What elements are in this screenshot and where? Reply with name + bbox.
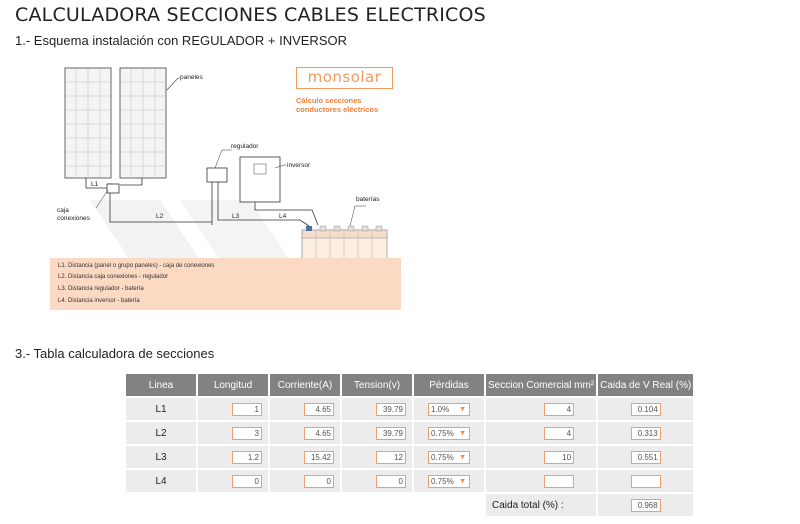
label-L3: L3 <box>232 213 240 220</box>
blank-cell <box>270 494 340 516</box>
chevron-down-icon: ▼ <box>459 429 466 437</box>
legend-line-1: L1. Distancia (panel o grupo paneles) - … <box>58 263 215 269</box>
section3-title: 3.- Tabla calculadora de secciones <box>15 346 215 361</box>
chevron-down-icon: ▼ <box>459 477 466 485</box>
perdidas-select[interactable]: 1.0% ▼ <box>428 402 470 416</box>
chevron-down-icon: ▼ <box>459 405 466 413</box>
cell-linea: L4 <box>126 470 196 492</box>
solar-panel-1 <box>64 67 112 179</box>
page-title: CALCULADORA SECCIONES CABLES ELECTRICOS <box>15 4 486 26</box>
table-row: L1 1 4.65 39.79 1.0% ▼ 4 0.104 <box>126 398 694 420</box>
blank-cell <box>198 494 268 516</box>
seccion-input[interactable]: 4 <box>544 402 575 416</box>
longitud-input[interactable]: 3 <box>232 426 262 440</box>
blank-cell <box>126 494 196 516</box>
caida-output: 0.551 <box>630 450 661 464</box>
corriente-input[interactable]: 4.65 <box>304 402 334 416</box>
perdidas-select[interactable]: 0.75% ▼ <box>428 426 470 440</box>
chevron-down-icon: ▼ <box>459 453 466 461</box>
legend-line-2: L2. Distancia caja conexiones - regulado… <box>58 274 169 280</box>
label-inversor: inversor <box>287 162 311 169</box>
label-baterias: baterías <box>356 196 380 203</box>
header-seccion: Seccion Comercial mm² <box>486 374 597 396</box>
logo-subtitle-1: Cálculo secciones <box>296 96 362 105</box>
corriente-input[interactable]: 4.65 <box>304 426 334 440</box>
label-conexiones: conexiones <box>57 215 90 222</box>
header-linea: Linea <box>126 374 196 396</box>
blank-cell <box>414 494 484 516</box>
caida-output: 0.313 <box>630 426 661 440</box>
longitud-input[interactable]: 0 <box>232 474 262 488</box>
table-row: L3 1.2 15.42 12 0.75% ▼ 10 0.551 <box>126 446 694 468</box>
table-row: L4 0 0 0 0.75% ▼ <box>126 470 694 492</box>
perdidas-value: 0.75% <box>431 476 454 486</box>
tension-input[interactable]: 39.79 <box>376 402 406 416</box>
perdidas-select[interactable]: 0.75% ▼ <box>428 450 470 464</box>
header-longitud: Longitud <box>198 374 268 396</box>
seccion-input[interactable]: 10 <box>544 450 575 464</box>
header-tension: Tension(v) <box>342 374 412 396</box>
corriente-input[interactable]: 0 <box>304 474 334 488</box>
diagram-legend <box>50 258 401 310</box>
label-L1: L1 <box>91 181 99 188</box>
header-caida: Caida de V Real (%) <box>598 374 694 396</box>
table-row: L2 3 4.65 39.79 0.75% ▼ 4 0.313 <box>126 422 694 444</box>
caida-output: 0.104 <box>630 402 661 416</box>
perdidas-value: 0.75% <box>431 428 454 438</box>
corriente-input[interactable]: 15.42 <box>304 450 334 464</box>
legend-line-4: L4. Distancia inversor - batería <box>58 298 140 304</box>
caida-output <box>630 474 661 488</box>
header-corriente: Corriente(A) <box>270 374 340 396</box>
longitud-input[interactable]: 1.2 <box>232 450 262 464</box>
blank-cell <box>342 494 412 516</box>
total-row: Caida total (%) : 0.968 <box>126 494 694 516</box>
tension-input[interactable]: 12 <box>376 450 406 464</box>
legend-line-3: L3. Distancia regulador - batería <box>58 286 144 292</box>
seccion-input[interactable] <box>544 474 575 488</box>
longitud-input[interactable]: 1 <box>232 402 262 416</box>
monsolar-logo: monsolar <box>296 67 393 89</box>
tension-input[interactable]: 39.79 <box>376 426 406 440</box>
label-L2: L2 <box>156 213 164 220</box>
tension-input[interactable]: 0 <box>376 474 406 488</box>
seccion-input[interactable]: 4 <box>544 426 575 440</box>
caida-total-output: 0.968 <box>630 498 661 512</box>
label-regulador: regulador <box>231 143 259 150</box>
perdidas-value: 0.75% <box>431 452 454 462</box>
perdidas-select[interactable]: 0.75% ▼ <box>428 474 470 488</box>
cell-linea: L2 <box>126 422 196 444</box>
solar-panel-2 <box>119 67 167 179</box>
cell-linea: L3 <box>126 446 196 468</box>
section1-title: 1.- Esquema instalación con REGULADOR + … <box>15 33 347 48</box>
caida-total-label: Caida total (%) : <box>486 494 597 516</box>
cell-linea: L1 <box>126 398 196 420</box>
logo-subtitle-2: conductores eléctricos <box>296 105 379 114</box>
header-perdidas: Pérdidas <box>414 374 484 396</box>
label-L4: L4 <box>279 213 287 220</box>
label-caja: caja <box>57 207 69 214</box>
table-header-row: Linea Longitud Corriente(A) Tension(v) P… <box>126 374 694 396</box>
label-paneles: paneles <box>180 74 203 81</box>
perdidas-value: 1.0% <box>431 404 450 414</box>
calculator-table: Linea Longitud Corriente(A) Tension(v) P… <box>124 372 695 518</box>
